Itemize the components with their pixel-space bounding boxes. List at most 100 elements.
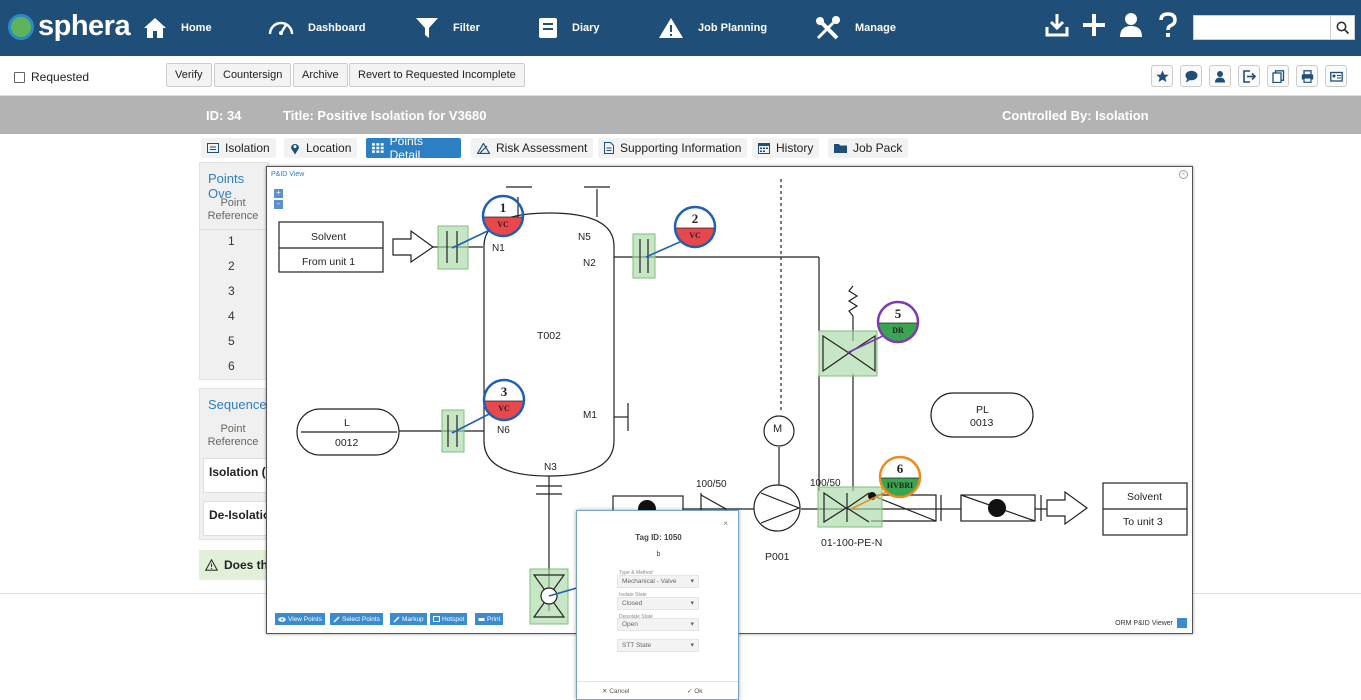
tank-label: T002 [537,330,561,342]
line-number-label: 01-100-PE-N [821,537,883,549]
type-method-select[interactable]: Mechanical - Valve [617,575,699,588]
badge-5-code: DR [892,326,904,335]
hotspot-button[interactable]: Hotspot [430,613,468,625]
pid-close-icon[interactable]: × [1179,170,1188,179]
warning-banner: Does th [199,550,269,580]
point-header-line2: Reference [207,210,259,222]
vessel-l-label: L [344,417,350,429]
tab-risk-assessment[interactable]: Risk Assessment [471,138,594,158]
isolation-tab-icon [207,143,219,153]
nav-manage[interactable]: Manage [815,0,896,56]
tag-details-dialog: × Tag ID: 1050 b Type & Method Mechanica… [576,510,739,700]
point-row-6[interactable]: 6 [228,359,235,373]
point-row-1[interactable]: 1 [228,234,235,248]
user-icon[interactable] [1119,12,1143,38]
nav-job-planning[interactable]: Job Planning [658,0,767,56]
cancel-button[interactable]: ✕ Cancel [602,688,630,695]
pid-footer-label: ORM P&ID Viewer [1115,619,1173,627]
badge-3-number[interactable]: 3 [500,384,508,399]
warning-text: Does th [224,558,269,572]
archive-button[interactable]: Archive [293,63,348,87]
search-button[interactable] [1330,16,1354,39]
ok-button[interactable]: ✓ Ok [687,688,703,695]
tab-history[interactable]: History [752,138,820,158]
export-button[interactable] [1238,65,1260,87]
stt-state-select[interactable]: STT State [617,639,699,652]
hotspot-label: Hotspot [442,615,465,623]
download-icon[interactable] [1045,12,1069,38]
tab-supporting-information[interactable]: Supporting Information [598,138,748,158]
dashboard-gauge-icon [268,21,294,35]
revert-button[interactable]: Revert to Requested Incomplete [349,63,525,87]
export-icon [1242,69,1256,83]
view-points-button[interactable]: View Points [275,613,325,625]
tag-id-title: Tag ID: 1050 [635,533,682,542]
nozzle-m1: M1 [583,410,597,421]
print-button[interactable] [1296,65,1318,87]
sequence-row-isolation[interactable]: Isolation (6 [203,458,269,493]
select-points-button[interactable]: Select Points [330,613,383,625]
status-indicator: Requested [14,70,89,84]
source-unit-label: From unit 1 [302,256,356,268]
copy-button[interactable] [1267,65,1289,87]
tab-risk-assessment-label: Risk Assessment [496,141,588,155]
vessel-pl-label: PL [976,404,989,416]
nav-filter[interactable]: Filter [415,0,480,56]
pid-footer-menu-icon[interactable] [1177,618,1187,628]
badge-5-number[interactable]: 5 [894,306,902,321]
badge-3-code: VC [498,404,510,413]
zoom-out-button[interactable]: - [274,200,283,209]
comment-icon [1185,70,1197,82]
print-pid-button[interactable]: Print [475,613,504,625]
badge-6-number[interactable]: 6 [896,461,904,476]
favourite-button[interactable] [1151,65,1173,87]
zoom-in-button[interactable]: + [274,189,283,198]
sequence-row-deisolation[interactable]: De-Isolatio [203,501,269,536]
verify-button[interactable]: Verify [166,63,212,87]
nav-diary[interactable]: Diary [538,0,600,56]
nav-dashboard[interactable]: Dashboard [268,0,365,56]
countersign-button[interactable]: Countersign [214,63,292,87]
dialog-close-icon[interactable]: × [723,519,728,528]
document-icon [604,142,614,154]
id-card-button[interactable] [1325,65,1347,87]
star-icon [1155,70,1169,82]
tab-isolation[interactable]: Isolation [201,138,276,158]
tab-job-pack[interactable]: Job Pack [828,138,909,158]
pid-viewer-title: P&ID View [271,171,305,178]
print-icon [1301,69,1313,83]
markup-button[interactable]: Markup [390,613,427,625]
tab-points-detail[interactable]: Points Detail [366,134,461,162]
nozzle-n5: N5 [578,232,591,243]
record-id: ID: 34 [206,108,242,123]
nozzle-n6: N6 [497,425,510,436]
record-title: Title: Positive Isolation for V3680 [283,108,487,123]
sequence-title: Sequence [208,397,267,412]
home-icon [144,18,166,38]
badge-2-number[interactable]: 2 [691,211,699,226]
point-row-5[interactable]: 5 [228,334,235,348]
status-icon [14,71,25,83]
top-nav-bar: sphera Home Dashboard Filter Diary Job P… [0,0,1361,56]
tag-subtitle: b [656,551,661,558]
tab-history-label: History [776,141,814,155]
point-header-line1: Point [220,197,246,209]
nav-home[interactable]: Home [143,0,212,56]
isolate-state-select[interactable]: Closed [617,597,699,610]
search-input[interactable] [1194,16,1330,39]
point-row-2[interactable]: 2 [228,259,235,273]
badge-1-number[interactable]: 1 [499,200,507,215]
point-row-4[interactable]: 4 [228,309,235,323]
sphera-logo[interactable]: sphera [8,10,131,43]
nozzle-n3: N3 [544,462,557,473]
assign-user-button[interactable] [1209,65,1231,87]
diary-icon [539,18,557,38]
tab-points-detail-label: Points Detail [389,134,423,162]
brand-name: sphera [38,10,131,42]
point-row-3[interactable]: 3 [228,284,235,298]
deisolate-state-select[interactable]: Open [617,618,699,631]
tab-location[interactable]: Location [284,138,358,158]
add-icon[interactable] [1082,12,1106,38]
help-icon[interactable] [1157,12,1179,38]
comment-button[interactable] [1180,65,1202,87]
